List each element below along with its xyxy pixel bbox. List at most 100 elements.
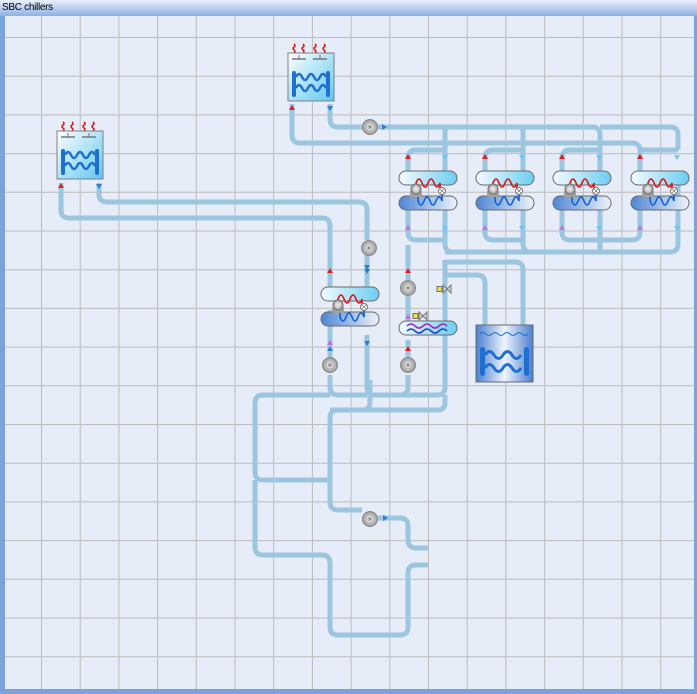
pump-bottom[interactable] [362,511,378,527]
heat-wave-icon [322,43,326,54]
flow-arrow-up-icon [405,346,411,351]
flow-arrow-up-icon [289,105,295,110]
condenser-coil-icon [337,294,363,307]
flow-arrow-up-icon [405,154,411,159]
flow-arrow-up-icon [482,154,488,159]
coil-icon [63,161,97,171]
heat-wave-icon [301,43,305,54]
pipe [58,183,333,300]
diagram-canvas[interactable] [5,16,694,689]
flow-arrow-down-icon [596,226,602,231]
pipe [445,259,526,325]
valve-actuator [412,313,419,319]
flow-arrow-up-icon [405,314,411,319]
pump-tower-2[interactable] [362,119,378,135]
window-title: SBC chillers [2,2,53,13]
pipe [482,210,523,243]
flow-arrow-down-icon [364,269,370,274]
flow-arrow-up-icon [405,225,411,230]
flow-arrow-right-icon [382,124,387,130]
flow-arrow-down-icon [364,265,370,270]
flow-arrow-up-icon [327,340,333,345]
chiller-3[interactable] [475,170,535,211]
pipe [327,375,367,398]
valve-icon [418,310,428,322]
flow-arrow-up-icon [58,183,64,188]
flow-arrow-up-icon [637,154,643,159]
flow-arrow-up-icon [559,154,565,159]
chiller-5[interactable] [630,170,690,211]
pipe [252,392,330,483]
pump-evap[interactable] [400,357,416,373]
pipe [327,380,373,513]
cooling-tower-2[interactable] [287,43,335,102]
pipe [405,210,445,243]
pipe [327,104,362,130]
chiller-2[interactable] [398,170,458,211]
pipe [445,272,488,325]
coil-header [524,347,529,376]
coil-header [480,347,485,376]
heat-wave-icon [82,121,86,132]
flow-arrow-up-icon [482,225,488,230]
pipe [559,210,600,243]
pump-blades [405,362,411,368]
flow-arrow-up-icon [405,268,411,273]
evaporator-coil-icon [649,191,675,206]
cooling-tower-1[interactable] [56,121,104,180]
expansion-valve-cross [516,188,522,194]
pipe [378,124,603,180]
flow-markers [58,105,680,521]
coil-icon [294,83,328,93]
pipe [335,395,448,413]
flow-arrow-down-icon [596,155,602,160]
storage-tank[interactable] [475,324,534,383]
pipe [96,183,370,240]
pump-tower-1[interactable] [361,240,377,256]
plate-heat-exchanger[interactable] [398,320,458,336]
hx-cold-coil-icon [406,328,448,334]
hx-hot-coil-icon [406,323,448,329]
evaporator-coil-icon [339,307,365,322]
compressor-icon [332,299,344,311]
flow-arrow-up-icon [327,268,333,273]
valve-1[interactable] [436,283,452,295]
valve-icon [442,283,452,295]
expansion-valve-cross [361,304,367,310]
condenser-coil-icon [492,178,518,191]
chiller-1[interactable] [320,286,380,327]
chiller-4[interactable] [552,170,612,211]
heat-wave-icon [292,43,296,54]
diagram-frame [0,16,697,694]
pump-blades [327,362,333,368]
flow-arrow-down-icon [674,155,680,160]
flow-arrow-down-icon [96,184,102,189]
pump-chw-left[interactable] [322,357,338,373]
hx-shell [398,320,458,336]
coil-header [326,71,330,97]
pump-blades [366,245,372,251]
coil-header [61,149,65,175]
flow-arrow-down-icon [327,106,333,111]
valve-actuator [436,286,443,292]
coil-icon [294,72,328,82]
flow-arrow-down-icon [674,226,680,231]
pump-cond[interactable] [400,280,416,296]
grid-lines [5,16,694,689]
pipe [378,515,428,551]
tank-coil-icon [483,350,523,360]
pipe [370,375,411,398]
evaporator-coil-icon [571,191,597,206]
flow-arrow-down-icon [442,226,448,231]
expansion-valve-cross [671,188,677,194]
condenser-coil-icon [415,178,441,191]
tank-coil-icon [483,363,523,373]
expansion-valve-cross [439,188,445,194]
flow-arrow-down-icon [364,341,370,346]
flow-arrow-up-icon [637,225,643,230]
pipe-network [58,104,681,638]
valve-2[interactable] [412,310,428,322]
compressor-icon [642,183,654,195]
flow-arrow-down-icon [442,155,448,160]
